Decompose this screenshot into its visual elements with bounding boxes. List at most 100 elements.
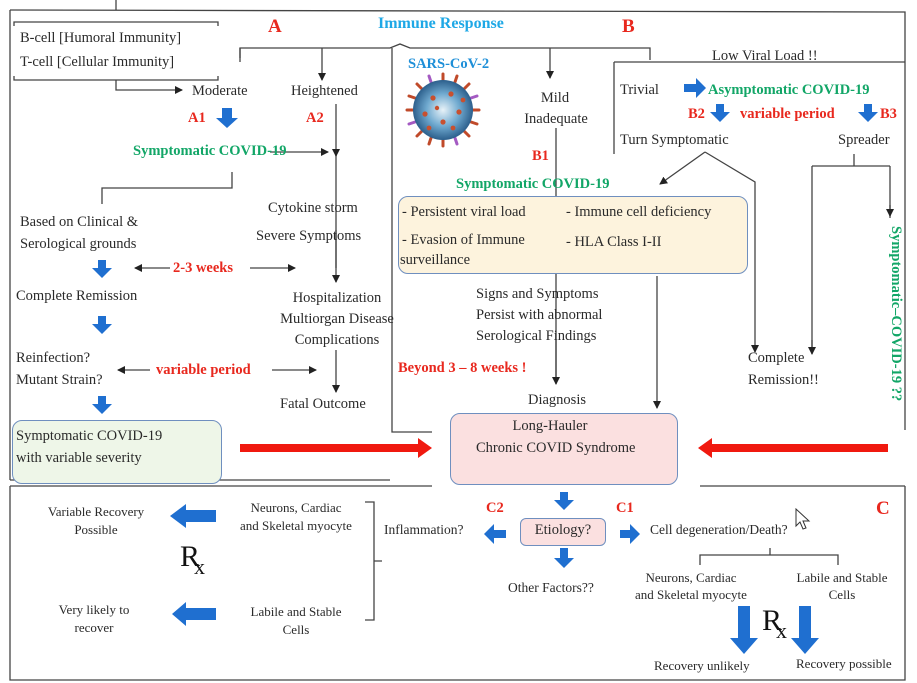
- factors-box: [398, 196, 748, 274]
- b-cell-label: B-cell [Humoral Immunity]: [20, 30, 182, 46]
- frame-top: [9, 9, 906, 430]
- labile-c2-line1: Labile and Stable: [250, 604, 342, 619]
- other-factors-label: Other Factors??: [508, 580, 594, 595]
- mutant-label: Mutant Strain?: [16, 372, 103, 388]
- factor-evasion: - Evasion of Immune: [402, 232, 525, 248]
- neurons-c1-line2: and Skeletal myocyte: [635, 587, 747, 602]
- etiology-label: Etiology?: [534, 522, 592, 538]
- c1-label: C1: [616, 500, 634, 516]
- multiorgan-label: Multiorgan Disease: [280, 311, 394, 327]
- section-label-a: A: [268, 16, 282, 37]
- hospitalization-label: Hospitalization: [292, 290, 382, 306]
- severity-line2: with variable severity: [16, 450, 142, 466]
- factor-immune-deficiency: - Immune cell deficiency: [566, 204, 712, 220]
- signs-line3: Serological Findings: [476, 328, 597, 344]
- panel-divider: [391, 48, 432, 433]
- neurons-c2-line2: and Skeletal myocyte: [240, 518, 352, 533]
- likely-recover-line1: Very likely to: [58, 602, 130, 617]
- variable-period-b: variable period: [740, 106, 835, 122]
- inflammation-label: Inflammation?: [384, 522, 464, 537]
- variable-recovery-line1: Variable Recovery: [47, 504, 145, 519]
- c2-label: C2: [486, 500, 504, 516]
- labile-c2-line2: Cells: [282, 622, 310, 637]
- cell-death-label: Cell degeneration/Death?: [650, 522, 788, 537]
- etiology-box: [520, 518, 606, 546]
- moderate-label: Moderate: [192, 83, 248, 99]
- arrow-left-c2: [484, 524, 506, 544]
- cytokine-label: Cytokine storm: [268, 200, 358, 216]
- red-arrow-left: [698, 438, 888, 458]
- a1-label: A1: [188, 110, 206, 126]
- long-hauler-line2: Chronic COVID Syndrome: [476, 440, 636, 456]
- arrow-right-trivial: [684, 78, 706, 98]
- arrow-down-2: [92, 316, 112, 334]
- arrow-right-c1: [620, 524, 640, 544]
- severe-label: Severe Symptoms: [256, 228, 362, 244]
- remission-label: Complete Remission: [16, 288, 138, 304]
- b1-label: B1: [532, 148, 549, 164]
- section-label-b: B: [622, 16, 635, 37]
- section-label-c: C: [876, 498, 890, 519]
- arrow-down-a1: [216, 108, 238, 128]
- complete-remission-b-1: Complete: [748, 350, 805, 366]
- arrow-down-3: [92, 396, 112, 414]
- clinical-line1: Based on Clinical &: [20, 214, 138, 230]
- arrow-down-1: [92, 260, 112, 278]
- cells-bracket: [365, 501, 382, 621]
- long-hauler-line1: Long-Hauler: [512, 418, 588, 434]
- inadequate-label: Inadequate: [524, 111, 588, 127]
- long-hauler-box: [450, 413, 678, 485]
- arrow-down-etiology: [554, 492, 574, 510]
- weeks-label: 2-3 weeks: [173, 260, 234, 276]
- rx-icon-c1: Rx: [762, 604, 788, 643]
- factor-surveillance: surveillance: [400, 252, 471, 268]
- recovery-unlikely-label: Recovery unlikely: [654, 658, 750, 673]
- a2-label: A2: [306, 110, 324, 126]
- symptomatic-a-label: Symptomatic COVID-19: [133, 143, 287, 159]
- variable-period-a: variable period: [156, 362, 251, 378]
- factor-hla: - HLA Class I-II: [566, 234, 662, 250]
- signs-line2: Persist with abnormal: [476, 307, 603, 323]
- neurons-c2-line1: Neurons, Cardiac: [250, 500, 342, 515]
- arrow-down-unlikely: [730, 606, 758, 654]
- b2-label: B2: [688, 106, 705, 122]
- recovery-possible-label: Recovery possible: [796, 656, 892, 671]
- labile-c1-line2: Cells: [828, 587, 856, 602]
- red-arrows: [240, 438, 888, 458]
- arrow-left-recovery-1: [170, 504, 216, 528]
- likely-recover-line2: recover: [74, 620, 114, 635]
- labile-c1-line1: Labile and Stable: [796, 570, 888, 585]
- arrow-down-b2: [710, 104, 730, 122]
- blue-arrows: [92, 78, 878, 654]
- neurons-c1-line1: Neurons, Cardiac: [645, 570, 737, 585]
- arrow-down-b3: [858, 104, 878, 122]
- mild-label: Mild: [540, 90, 570, 106]
- reinfection-label: Reinfection?: [16, 350, 91, 366]
- signs-line1: Signs and Symptoms: [476, 286, 599, 302]
- severity-line1: Symptomatic COVID-19: [16, 428, 163, 444]
- low-viral-label: Low Viral Load !!: [712, 48, 818, 64]
- clinical-line2: Serological grounds: [20, 236, 137, 252]
- trivial-label: Trivial: [620, 82, 659, 98]
- red-arrow-right: [240, 438, 432, 458]
- fatal-label: Fatal Outcome: [280, 396, 366, 412]
- rx-icon-c2: Rx: [180, 540, 206, 579]
- beyond-weeks-label: Beyond 3 – 8 weeks !: [398, 360, 527, 376]
- heightened-label: Heightened: [291, 83, 358, 99]
- symptomatic-b-label: Symptomatic COVID-19: [456, 176, 610, 192]
- diagnosis-label: Diagnosis: [528, 392, 586, 408]
- factor-persistent: - Persistent viral load: [402, 204, 526, 220]
- severity-box: [12, 420, 222, 484]
- complete-remission-b-2: Remission!!: [748, 372, 819, 388]
- t-cell-label: T-cell [Cellular Immunity]: [20, 54, 175, 70]
- arrow-down-possible: [791, 606, 819, 654]
- b3-label: B3: [880, 106, 897, 122]
- virus-label: SARS-CoV-2: [408, 56, 490, 72]
- variable-recovery-line2: Possible: [74, 522, 118, 537]
- arrow-left-recovery-2: [172, 602, 216, 626]
- virus-icon: [405, 72, 481, 148]
- turn-symptomatic-label: Turn Symptomatic: [620, 132, 729, 148]
- vertical-symptomatic-label: Symptomatic–COVID-19 ??: [888, 226, 904, 402]
- diagram-title: Immune Response: [378, 15, 504, 32]
